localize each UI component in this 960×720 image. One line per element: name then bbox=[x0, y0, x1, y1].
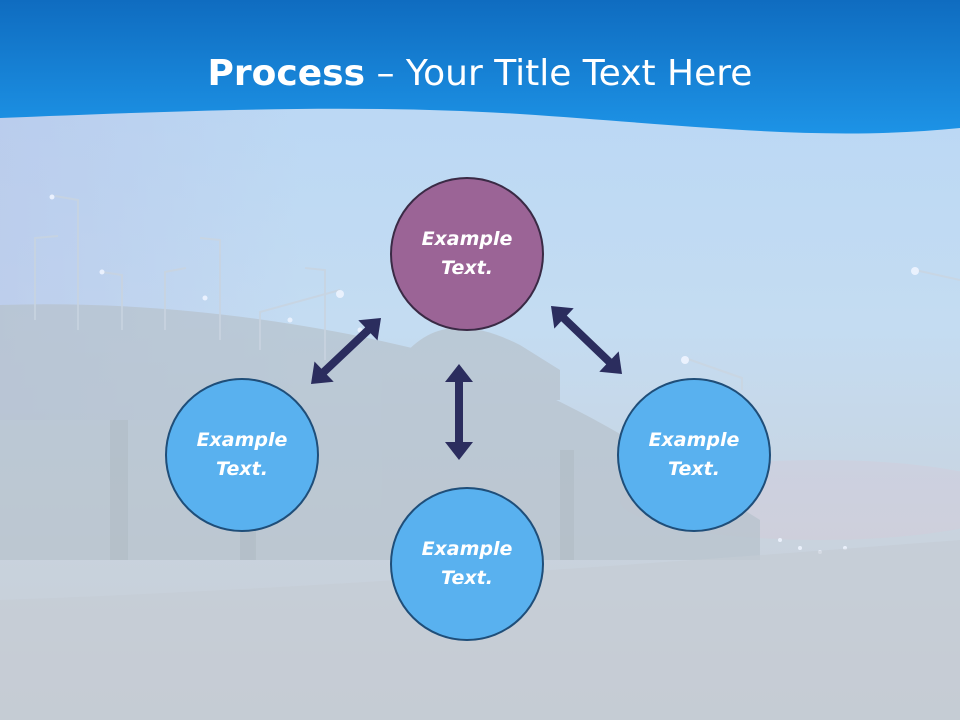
arrow-top-right bbox=[551, 306, 622, 374]
arrow-top-bottom bbox=[445, 364, 473, 460]
node-top-text: Example Text. bbox=[421, 228, 513, 279]
node-right: Example Text. bbox=[617, 378, 771, 532]
node-bottom-text: Example Text. bbox=[421, 538, 513, 589]
title-bold: Process bbox=[207, 53, 366, 94]
node-left: Example Text. bbox=[165, 378, 319, 532]
slide-title: Process – Your Title Text Here bbox=[0, 52, 960, 96]
node-right-text: Example Text. bbox=[648, 429, 740, 480]
node-left-text: Example Text. bbox=[196, 429, 288, 480]
title-rest: – Your Title Text Here bbox=[365, 53, 753, 94]
node-top: Example Text. bbox=[390, 177, 544, 331]
arrow-top-left bbox=[311, 318, 381, 384]
node-bottom: Example Text. bbox=[390, 487, 544, 641]
